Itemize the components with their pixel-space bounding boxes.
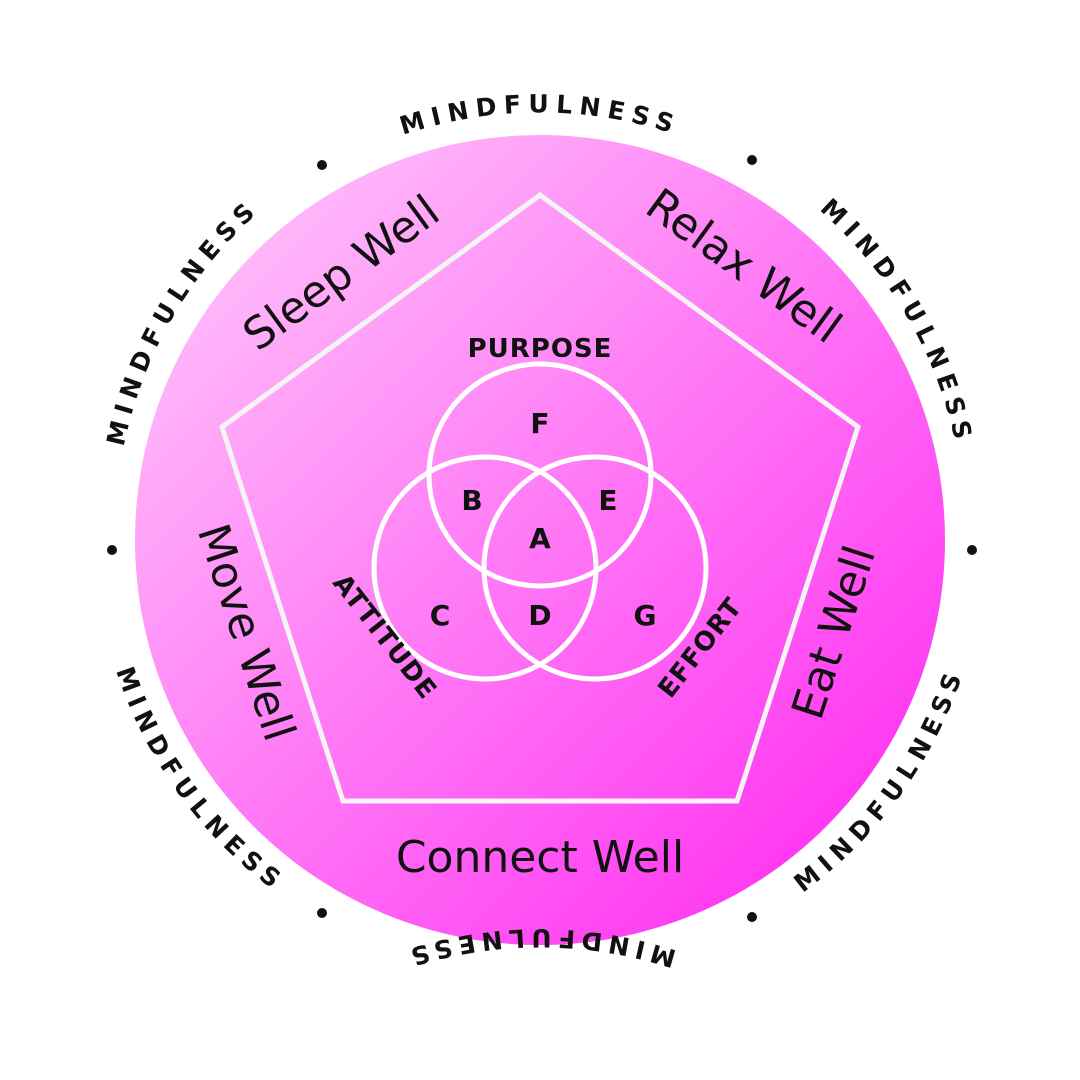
venn-label-purpose: PURPOSE [468, 334, 613, 364]
region-letter-b: B [461, 484, 482, 517]
region-letter-a: A [529, 522, 551, 555]
region-letter-c: C [430, 599, 451, 632]
region-letter-e: E [598, 484, 617, 517]
pentagon-outline [219, 191, 861, 804]
venn-circle-attitude [371, 454, 599, 682]
ring-dot [747, 155, 757, 165]
ring-dot [317, 908, 327, 918]
region-letter-g: G [634, 599, 657, 632]
venn-circle-effort [481, 454, 709, 682]
region-letter-d: D [528, 599, 551, 632]
ring-label-top: MINDFULNESS [396, 89, 684, 140]
main-circle [135, 135, 945, 945]
ring-dot [317, 160, 327, 170]
ring-dot [747, 912, 757, 922]
ring-dot [967, 545, 977, 555]
pillar-connect-well: Connect Well [396, 832, 684, 883]
ring-dot [107, 545, 117, 555]
region-letter-f: F [530, 407, 549, 440]
